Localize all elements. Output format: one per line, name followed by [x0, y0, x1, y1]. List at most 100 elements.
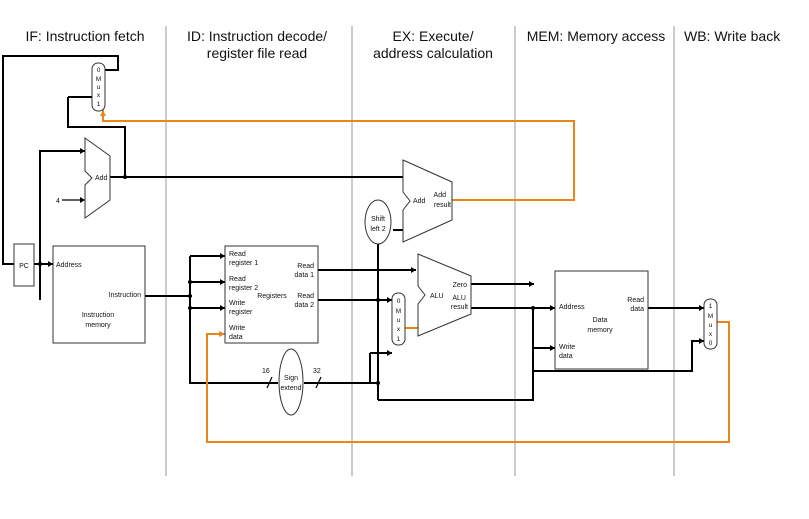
if-adder: Add 4 [56, 137, 111, 219]
svg-text:register 2: register 2 [229, 285, 258, 292]
branch-target-wire [102, 110, 575, 201]
svg-text:memory: memory [85, 322, 111, 329]
arrow-head [387, 297, 392, 303]
arrow-head [80, 148, 85, 154]
svg-text:register: register [229, 309, 253, 316]
if-stage-wires [2, 55, 403, 384]
svg-text:x: x [97, 92, 101, 99]
junction-dot [188, 306, 192, 310]
svg-text:1: 1 [97, 101, 101, 108]
svg-text:result: result [451, 304, 468, 311]
stage-id-title-line2: register file read [207, 45, 307, 61]
stage-mem-title: MEM: Memory access [527, 28, 665, 44]
arrow-head [220, 305, 225, 311]
stage-ex-title-line2: address calculation [373, 45, 493, 61]
svg-text:register 1: register 1 [229, 260, 258, 267]
junction-dot [376, 298, 380, 302]
svg-text:Read: Read [297, 263, 314, 270]
ex-mux: 0 M u x 1 [391, 292, 406, 346]
data-memory: Address Read data Write data Data memory [554, 270, 649, 370]
svg-text:Read: Read [229, 251, 246, 258]
svg-text:result: result [434, 202, 451, 209]
arrow-head [550, 345, 555, 351]
register-file: Read register 1 Read register 2 Write re… [224, 245, 319, 344]
svg-text:data 1: data 1 [295, 272, 315, 279]
arrow-head [411, 267, 416, 273]
wb-mux: 1 M u x 0 [703, 298, 718, 350]
if-mux: 0 M u x 1 [91, 62, 106, 112]
svg-text:0: 0 [97, 67, 101, 74]
svg-text:Add: Add [95, 175, 108, 182]
arrow-head [220, 253, 225, 259]
junction-dot [188, 294, 192, 298]
svg-text:Write: Write [229, 325, 245, 332]
svg-text:u: u [97, 84, 101, 91]
svg-text:1: 1 [709, 303, 713, 310]
pc-register: PC [13, 243, 35, 287]
arrow-head [80, 197, 85, 203]
arrow-head [699, 338, 704, 344]
svg-text:Sign: Sign [284, 375, 298, 382]
svg-text:extend: extend [280, 385, 301, 392]
junction-dot [531, 306, 535, 310]
writeback-wire [206, 321, 730, 443]
svg-text:Read: Read [229, 276, 246, 283]
svg-text:Address: Address [559, 304, 585, 311]
stage-wb-title: WB: Write back [684, 28, 781, 44]
svg-text:Registers: Registers [257, 293, 287, 300]
svg-text:x: x [709, 331, 713, 338]
svg-text:Read: Read [297, 293, 314, 300]
svg-text:ALU: ALU [430, 293, 444, 300]
ex-adder: Add Add result [402, 159, 453, 243]
stage-ex-title-line1: EX: Execute/ [393, 28, 474, 44]
svg-text:0: 0 [397, 298, 401, 305]
arrow-head [100, 110, 106, 116]
stage-if-title: IF: Instruction fetch [25, 28, 144, 44]
arrow-head [550, 305, 555, 311]
shift-left-2: Shift left 2 [364, 199, 392, 245]
sign-extend: Sign extend 16 32 [262, 348, 322, 416]
sign-extend-out-width: 32 [313, 368, 321, 375]
svg-text:Address: Address [56, 262, 82, 269]
arrow-head [529, 281, 534, 287]
alu: ALU Zero ALU result [417, 253, 472, 337]
svg-text:Add: Add [413, 198, 426, 205]
svg-text:Instruction: Instruction [109, 292, 141, 299]
arrow-head [387, 350, 392, 356]
junction-dot [376, 381, 380, 385]
svg-text:0: 0 [709, 340, 713, 347]
svg-text:M: M [708, 313, 713, 320]
svg-text:M: M [96, 76, 101, 83]
svg-text:1: 1 [397, 336, 401, 343]
svg-text:Write: Write [229, 300, 245, 307]
svg-text:Instruction: Instruction [82, 312, 114, 319]
svg-text:Write: Write [559, 344, 575, 351]
svg-text:Read: Read [627, 297, 644, 304]
instruction-memory: Address Instruction Instruction memory [52, 245, 146, 344]
svg-text:data: data [630, 306, 644, 313]
svg-text:u: u [709, 322, 713, 329]
svg-text:memory: memory [587, 327, 613, 334]
svg-text:Data: Data [593, 317, 608, 324]
junction-dot [123, 175, 127, 179]
junction-dot [188, 280, 192, 284]
svg-text:data: data [559, 353, 573, 360]
constant-four: 4 [56, 198, 60, 205]
arrow-head [220, 279, 225, 285]
arrow-head [219, 331, 225, 337]
svg-text:data: data [229, 334, 243, 341]
svg-text:x: x [397, 326, 401, 333]
svg-text:PC: PC [19, 263, 29, 270]
arrow-head [699, 305, 704, 311]
sign-extend-in-width: 16 [262, 368, 270, 375]
junction-dot [38, 262, 42, 266]
svg-text:ALU: ALU [452, 295, 466, 302]
svg-text:data 2: data 2 [295, 302, 315, 309]
svg-text:u: u [397, 317, 401, 324]
svg-text:M: M [396, 308, 401, 315]
svg-text:Add: Add [434, 192, 447, 199]
svg-text:Zero: Zero [453, 282, 468, 289]
id-stage-wires [190, 237, 555, 401]
svg-text:Shift: Shift [371, 216, 385, 223]
